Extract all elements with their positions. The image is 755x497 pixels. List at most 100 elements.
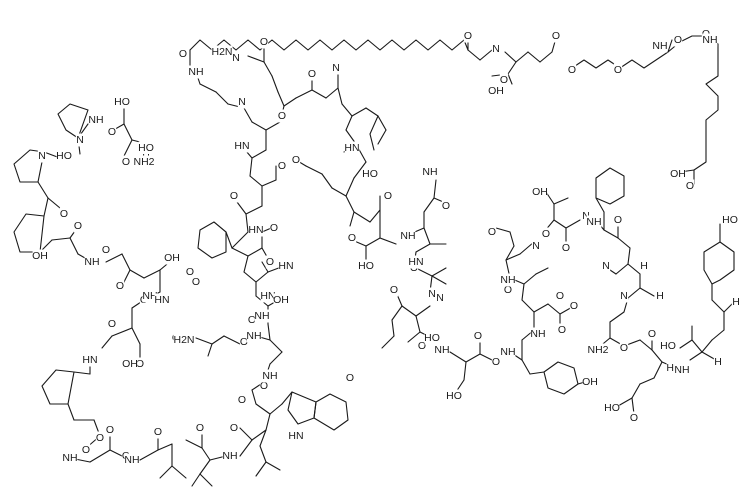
atom-label-backdrop xyxy=(619,341,629,355)
atom-label-backdrop xyxy=(446,389,462,403)
atom-label-backdrop xyxy=(647,327,657,341)
atom-label-backdrop xyxy=(358,259,374,273)
indole-pyrrole xyxy=(287,391,317,425)
atom-label: O xyxy=(154,426,162,438)
atom-label-backdrop xyxy=(73,219,83,233)
atom-label: O xyxy=(179,48,187,60)
atom-label: N xyxy=(76,134,84,146)
atom-label: O xyxy=(96,432,104,444)
atom-label: NH xyxy=(530,328,545,340)
atom-label: H xyxy=(732,296,740,308)
indole-benzene xyxy=(313,393,349,431)
atom-label-backdrop xyxy=(269,221,279,235)
atom-label: O xyxy=(500,74,508,86)
atom-label: O xyxy=(260,380,268,392)
atom-label-backdrop xyxy=(532,185,548,199)
atom-label-backdrop xyxy=(188,65,204,79)
atom-label-backdrop xyxy=(613,213,623,227)
atom-label-backdrop xyxy=(347,231,357,245)
atom-label-backdrop xyxy=(383,189,393,203)
atom-label-backdrop xyxy=(114,95,130,109)
atom-label: N xyxy=(238,96,246,108)
atom-label: O xyxy=(614,214,622,226)
atom-label-backdrop xyxy=(153,425,163,439)
atom-label: HO xyxy=(722,214,738,226)
atom-label-backdrop xyxy=(722,213,738,227)
atom-label-backdrop xyxy=(731,295,741,309)
atom-label-backdrop xyxy=(32,249,48,263)
atom-label-backdrop xyxy=(557,323,567,337)
atom-label-backdrop xyxy=(260,289,276,303)
atom-label: O xyxy=(568,64,576,76)
atom-label-backdrop xyxy=(604,401,620,415)
atom-label-backdrop xyxy=(229,189,239,203)
atom-label-backdrop xyxy=(307,67,317,81)
atom-label: OH xyxy=(32,250,48,262)
atom-label-backdrop xyxy=(500,273,516,287)
fatty-chain xyxy=(189,39,465,51)
atom-label-backdrop xyxy=(191,275,201,289)
atom-label-backdrop xyxy=(500,345,516,359)
atom-label: NH xyxy=(188,66,203,78)
atom-label: NH xyxy=(674,364,689,376)
atom-label-backdrop xyxy=(37,149,47,163)
atom-label: O xyxy=(260,36,268,48)
atom-label: NH xyxy=(500,274,515,286)
atom-label-backdrop xyxy=(229,421,239,435)
atom-label: HN xyxy=(288,430,303,442)
atom-label-backdrop xyxy=(247,313,257,327)
atom-label-backdrop xyxy=(541,227,551,241)
atom-label-backdrop xyxy=(88,113,104,127)
atom-label: HN xyxy=(278,260,293,272)
atom-label: O xyxy=(102,244,110,256)
atom-label-backdrop xyxy=(389,283,399,297)
atom-label-backdrop xyxy=(561,241,571,255)
atom-label-backdrop xyxy=(555,289,565,303)
pro-ring-1 xyxy=(57,103,89,139)
atom-label-backdrop xyxy=(331,61,341,75)
atom-label: OH xyxy=(122,358,138,370)
atom-label: HN xyxy=(248,224,263,236)
atom-label-backdrop xyxy=(95,431,105,445)
atom-label: HO xyxy=(660,340,676,352)
atom-label: O xyxy=(648,328,656,340)
atom-label: HN xyxy=(408,256,423,268)
atom-label: H2N xyxy=(173,334,194,346)
atom-label-backdrop xyxy=(499,73,509,87)
atom-label-backdrop xyxy=(434,343,450,357)
atom-label: OH xyxy=(532,186,548,198)
atom-label-backdrop xyxy=(56,149,72,163)
atom-label-backdrop xyxy=(133,155,155,169)
atom-label: O xyxy=(308,68,316,80)
atom-label: O xyxy=(488,226,496,238)
atom-label: NH xyxy=(222,450,237,462)
atom-label-backdrop xyxy=(581,209,591,223)
atom-label: O xyxy=(108,318,116,330)
tyr-ring-1 xyxy=(543,361,579,395)
atom-label-backdrop xyxy=(105,423,115,437)
atom-label: O xyxy=(60,208,68,220)
atom-label-backdrop xyxy=(674,363,690,377)
atom-label-backdrop xyxy=(107,125,117,139)
atom-label-backdrop xyxy=(417,339,427,353)
atom-label: O xyxy=(270,222,278,234)
atom-label-backdrop xyxy=(487,225,497,239)
atom-label: O xyxy=(230,190,238,202)
atom-label: H xyxy=(640,260,648,272)
atom-label-backdrop xyxy=(115,279,125,293)
atom-label: O xyxy=(474,330,482,342)
atom-label: HO xyxy=(604,402,620,414)
atom-label-backdrop xyxy=(62,451,78,465)
atom-label-backdrop xyxy=(670,167,686,181)
atom-label: HN xyxy=(344,142,359,154)
atom-label-backdrop xyxy=(234,139,250,153)
atom-label: O xyxy=(556,290,564,302)
atom-label: HO xyxy=(362,168,378,180)
atom-label: OH xyxy=(582,376,598,388)
atom-label-backdrop xyxy=(259,35,269,49)
atom-label: O xyxy=(562,242,570,254)
atom-label-backdrop xyxy=(582,375,598,389)
atom-label: O xyxy=(504,284,512,296)
atom-label-backdrop xyxy=(277,159,287,173)
atom-label-backdrop xyxy=(463,29,473,43)
